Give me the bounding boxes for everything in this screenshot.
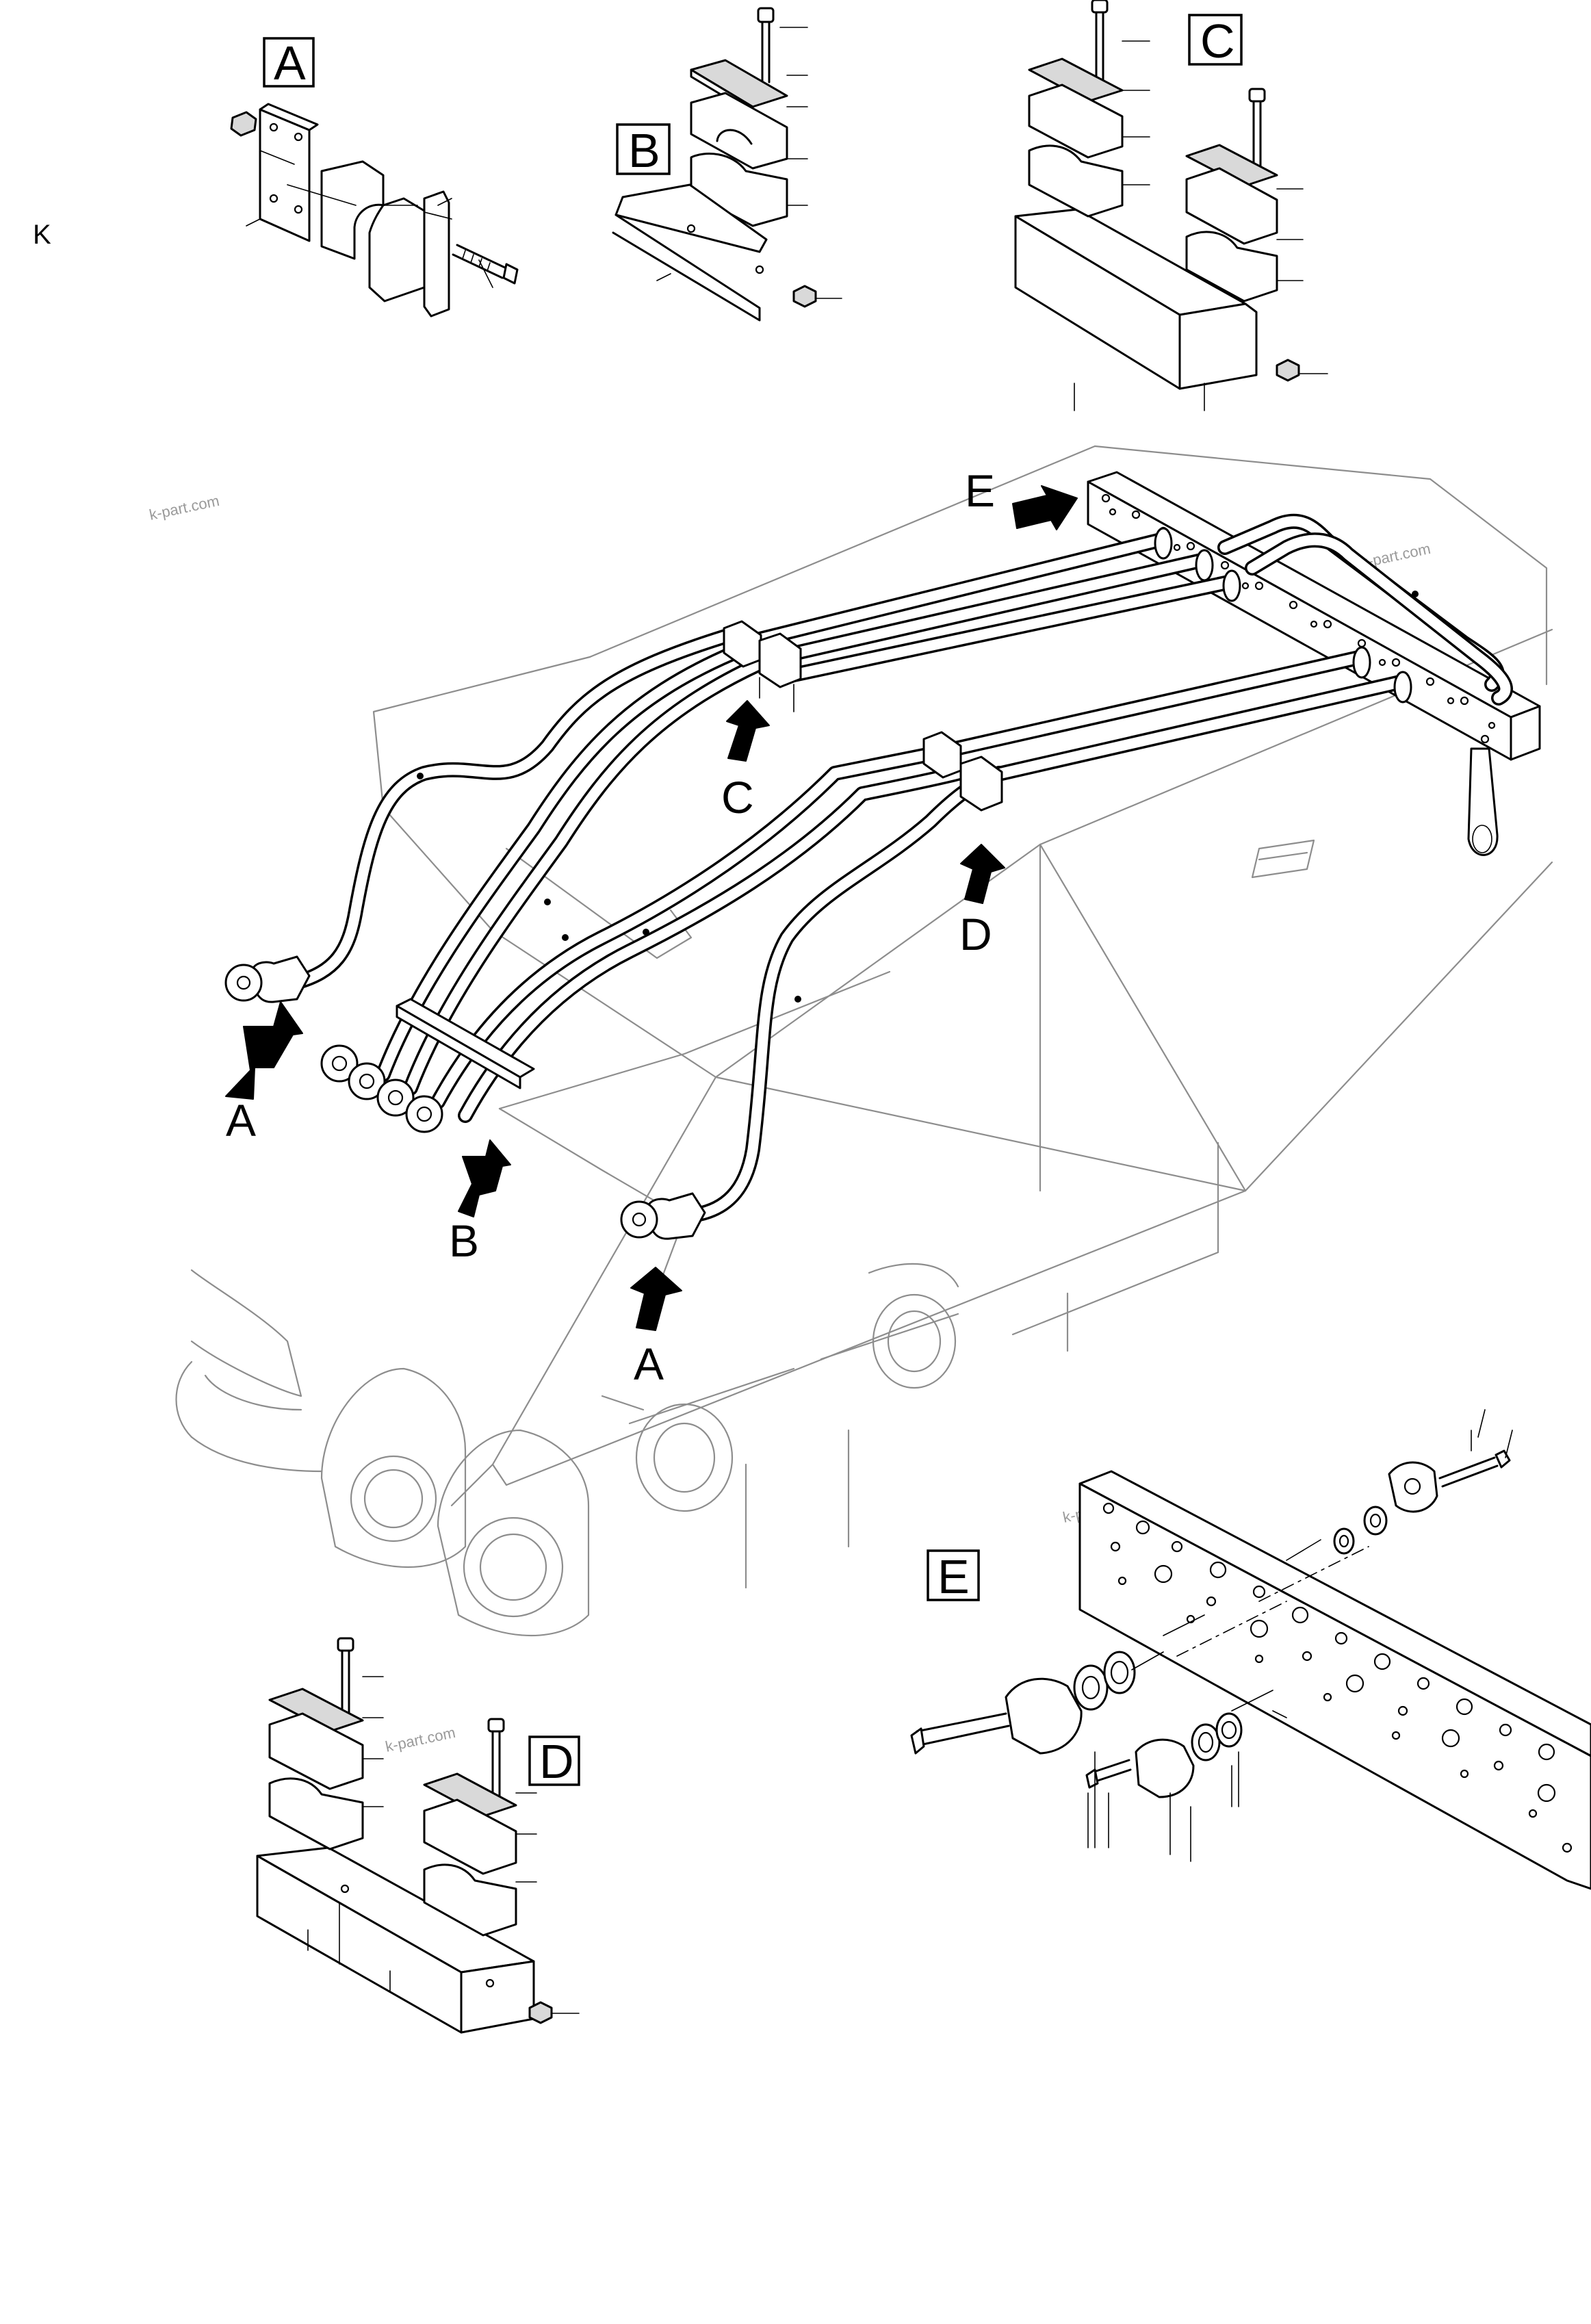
watermark: k-part.com — [384, 1724, 457, 1755]
detail-d-label-box — [528, 1735, 580, 1786]
svg-text:C: C — [721, 772, 754, 823]
callout-a-left: A — [225, 1001, 303, 1146]
hydraulic-pipes — [288, 513, 1513, 1223]
detail-b-label: B — [628, 124, 660, 177]
svg-text:A: A — [226, 1095, 256, 1146]
detail-c-label-box — [1188, 14, 1243, 66]
detail-c-label: C — [1200, 14, 1235, 68]
arrow-icon — [225, 1001, 303, 1100]
detail-a-clamp: A — [230, 36, 519, 318]
callout-b: B — [449, 1139, 511, 1266]
detail-a-label-box — [263, 37, 315, 88]
detail-a-label: A — [274, 36, 306, 90]
callout-e: E — [965, 465, 1078, 530]
detail-e-block-holes — [1102, 1502, 1573, 1853]
callout-d: D — [959, 844, 1005, 959]
callout-arrows: A B C D A E — [225, 465, 1078, 1389]
callout-c: C — [721, 700, 770, 823]
detail-e-label: E — [937, 1550, 970, 1603]
detail-e-label-box — [927, 1549, 980, 1601]
detail-c-clamp: C — [1014, 0, 1328, 411]
svg-text:D: D — [959, 909, 992, 959]
svg-text:E: E — [965, 465, 995, 516]
svg-text:B: B — [449, 1215, 479, 1266]
distribution-block-holes — [1101, 493, 1496, 744]
main-fittings — [224, 527, 1412, 1240]
detail-e-flange: E — [910, 1409, 1591, 1890]
arrow-icon — [630, 1267, 682, 1331]
page-label: K — [33, 220, 51, 250]
detail-b-label-box — [616, 123, 671, 175]
callout-a-bottom: A — [630, 1267, 682, 1389]
detail-d-clamp: D — [256, 1637, 580, 2034]
arrow-icon — [960, 844, 1005, 904]
detail-b-clamp: B — [612, 7, 842, 322]
detail-d-label: D — [539, 1735, 574, 1788]
svg-text:A: A — [634, 1339, 664, 1389]
watermark: k-part.com — [148, 492, 221, 524]
distribution-block-e — [1087, 471, 1541, 761]
arrow-icon — [726, 700, 770, 762]
arrow-icon — [1012, 485, 1078, 530]
arrow-icon — [458, 1139, 511, 1217]
